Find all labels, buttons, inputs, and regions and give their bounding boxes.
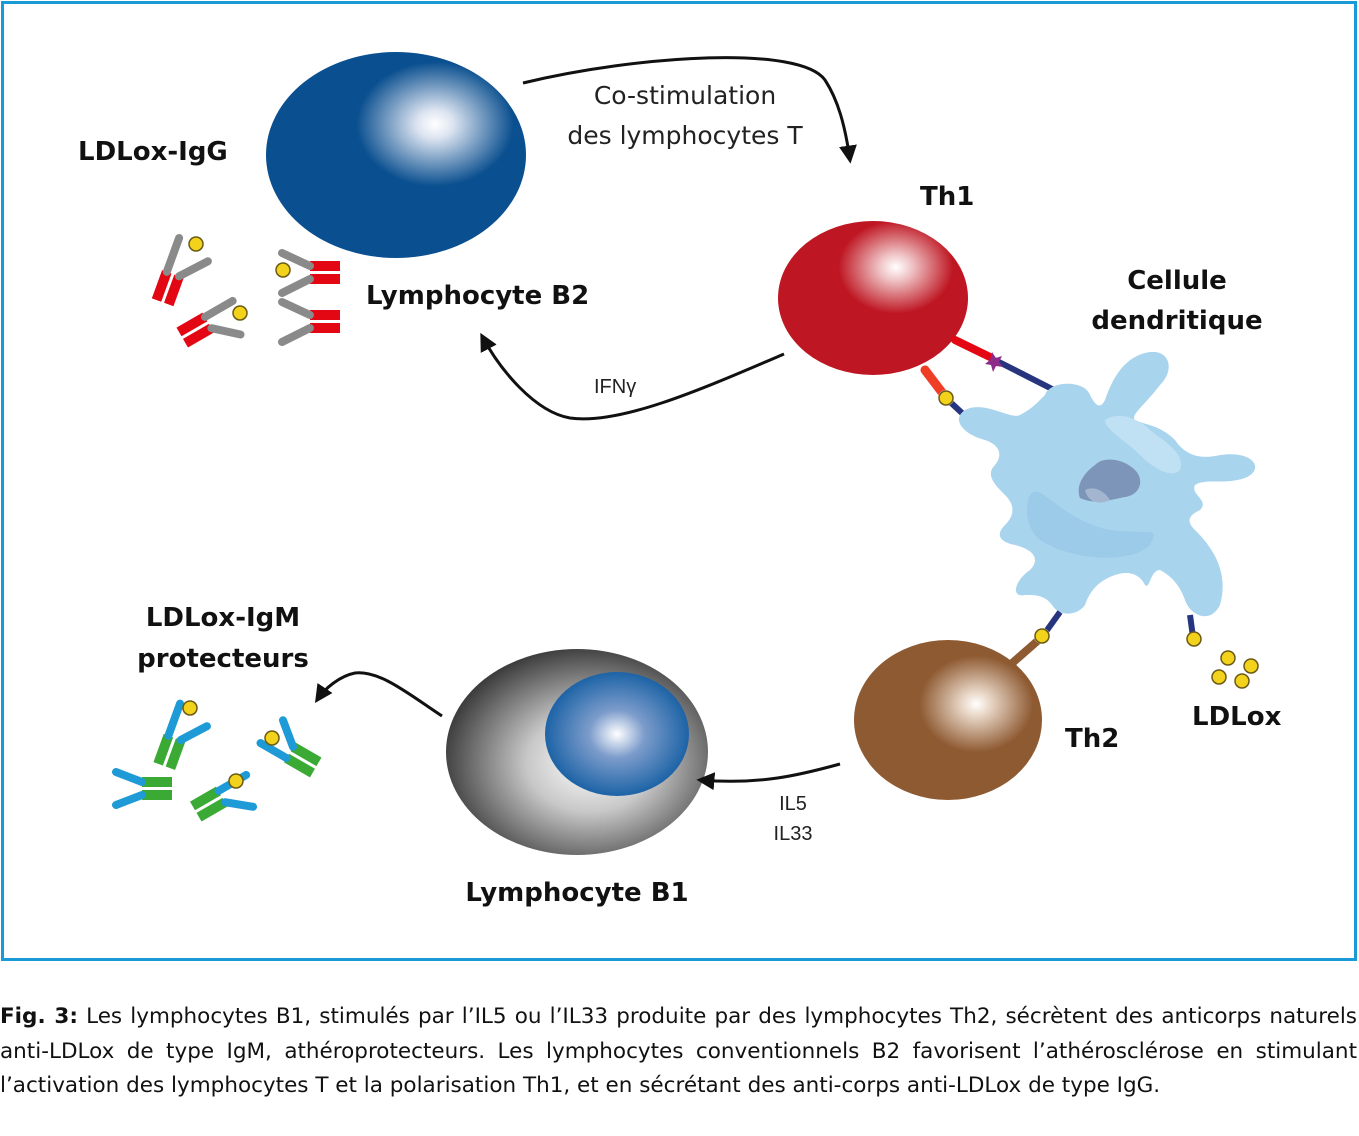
lymphocyte-b2-cell bbox=[266, 52, 526, 258]
label-th1: Th1 bbox=[920, 182, 974, 212]
dendritic-cell bbox=[958, 351, 1256, 647]
label-costimulation-line1: Co-stimulation bbox=[594, 81, 776, 110]
igg-antibody bbox=[278, 249, 340, 297]
caption-text: Les lymphocytes B1, stimulés par l’IL5 o… bbox=[0, 1004, 1357, 1098]
th1-receptor-connections bbox=[920, 336, 1060, 416]
label-costimulation-line2: des lymphocytes T bbox=[567, 121, 803, 150]
label-ldlox: LDLox bbox=[1192, 702, 1282, 732]
igm-antibody bbox=[190, 770, 258, 822]
label-lymphocyte-b1: Lymphocyte B1 bbox=[465, 878, 688, 908]
label-protecteurs: protecteurs bbox=[137, 644, 309, 674]
igg-antibody bbox=[151, 234, 212, 307]
ldlox-particles bbox=[1211, 650, 1259, 689]
il5-il33-arrow bbox=[696, 762, 841, 791]
label-ifng: IFNγ bbox=[594, 376, 636, 398]
lymphocyte-b1-nucleus bbox=[545, 672, 689, 796]
label-lymphocyte-b2: Lymphocyte B2 bbox=[366, 281, 589, 311]
label-il33: IL33 bbox=[774, 823, 813, 845]
igg-antibody bbox=[176, 296, 245, 348]
label-ldlox-igm: LDLox-IgM bbox=[146, 603, 300, 633]
ifng-arrow bbox=[480, 332, 785, 421]
igm-secretion-arrow bbox=[315, 671, 443, 718]
label-dendritique: dendritique bbox=[1091, 306, 1262, 336]
label-il5: IL5 bbox=[779, 793, 807, 815]
igm-antibody bbox=[256, 716, 322, 778]
label-th2: Th2 bbox=[1065, 724, 1119, 754]
igm-antibody bbox=[112, 768, 172, 809]
label-ldlox-igg: LDLox-IgG bbox=[78, 137, 228, 167]
th1-cell bbox=[778, 221, 968, 375]
igm-antibody bbox=[153, 699, 211, 770]
figure-caption: Fig. 3: Les lymphocytes B1, stimulés par… bbox=[0, 1000, 1357, 1104]
figure-label: Fig. 3: bbox=[0, 1004, 78, 1029]
th2-cell bbox=[854, 640, 1042, 800]
costim-star-icon bbox=[985, 352, 1003, 372]
diagram: LDLox-IgG Lymphocyte B2 Co-stimulation d… bbox=[78, 52, 1282, 908]
costimulation-arrow bbox=[522, 56, 857, 164]
label-cellule: Cellule bbox=[1127, 266, 1227, 296]
igg-antibody bbox=[278, 298, 340, 346]
